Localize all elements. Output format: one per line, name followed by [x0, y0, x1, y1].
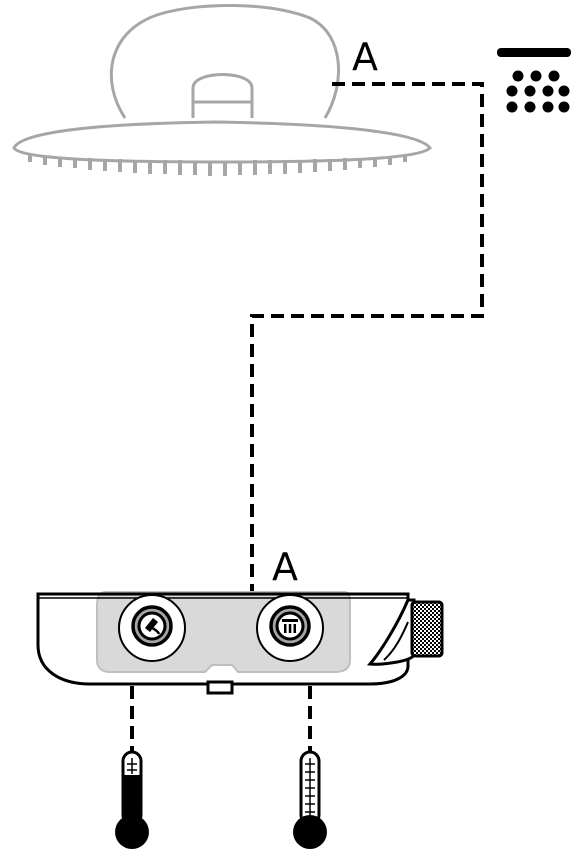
thermostat-mixer	[36, 591, 444, 695]
handshower-valve[interactable]	[118, 594, 186, 662]
knob-grip	[410, 600, 444, 658]
overhead-shower-outlet-icon	[282, 619, 298, 633]
mixer-body-outline	[36, 592, 410, 686]
thermometer-cold-icon	[293, 750, 327, 849]
rain-shower-icon	[497, 48, 571, 113]
connector-label-top: A	[352, 35, 378, 79]
overhead-shower-head	[12, 3, 432, 176]
thermometer-hot-icon	[115, 750, 149, 849]
bottom-clip	[206, 680, 234, 695]
handshower-outlet-icon	[145, 618, 161, 635]
overhead-shower-valve[interactable]	[256, 594, 324, 662]
temperature-knob[interactable]	[366, 598, 444, 666]
connector-label-bottom: A	[272, 545, 298, 589]
connection-pipe-dashed	[250, 82, 484, 594]
